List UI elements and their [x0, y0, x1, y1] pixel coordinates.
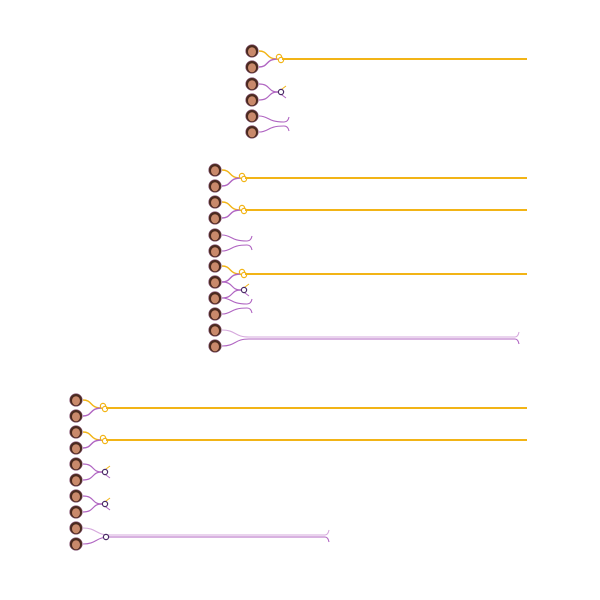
thread — [82, 431, 103, 441]
relationship-line — [221, 329, 520, 338]
avatar — [208, 275, 222, 289]
thread — [82, 471, 103, 481]
avatar — [208, 307, 222, 321]
thread — [221, 281, 242, 291]
thread — [221, 265, 242, 275]
thread — [221, 307, 248, 315]
union-ring — [240, 286, 248, 294]
avatar — [69, 521, 83, 535]
avatar — [69, 537, 83, 551]
avatar — [69, 457, 83, 471]
avatar — [208, 195, 222, 209]
thread — [221, 177, 242, 187]
thread — [246, 307, 253, 314]
thread — [82, 495, 103, 505]
avatar — [69, 489, 83, 503]
avatar — [245, 77, 259, 91]
union-ring — [277, 88, 285, 96]
avatar — [208, 211, 222, 225]
avatar — [245, 125, 259, 139]
thread — [258, 91, 279, 101]
avatar — [208, 163, 222, 177]
thread — [221, 244, 248, 252]
thread — [82, 503, 103, 513]
avatar — [69, 473, 83, 487]
union-ring — [101, 468, 109, 476]
relationship-line — [82, 536, 330, 545]
thread — [283, 125, 290, 132]
avatar — [69, 425, 83, 439]
thread — [82, 439, 103, 449]
avatar — [208, 339, 222, 353]
avatar — [208, 259, 222, 273]
avatar — [69, 393, 83, 407]
thread — [246, 298, 253, 305]
avatar — [208, 291, 222, 305]
avatar — [69, 409, 83, 423]
avatar — [208, 323, 222, 337]
avatar — [245, 44, 259, 58]
thread — [221, 289, 242, 299]
avatar — [245, 109, 259, 123]
thread — [258, 125, 285, 133]
avatar — [245, 93, 259, 107]
union-ring — [102, 533, 110, 541]
avatar — [208, 228, 222, 242]
avatar — [69, 505, 83, 519]
thread — [221, 169, 242, 179]
relationship-line — [221, 338, 520, 347]
relationship-line — [82, 527, 330, 536]
thread — [258, 83, 279, 93]
union-ring — [101, 500, 109, 508]
avatar — [69, 441, 83, 455]
thread — [258, 50, 279, 60]
thread — [258, 115, 285, 123]
thread — [82, 399, 103, 409]
thread — [258, 58, 279, 68]
thread — [221, 201, 242, 211]
thread — [221, 297, 248, 305]
avatar — [245, 60, 259, 74]
thread — [221, 234, 248, 242]
thread — [82, 463, 103, 473]
thread — [246, 244, 253, 251]
avatar — [208, 179, 222, 193]
avatar — [208, 244, 222, 258]
thread — [246, 235, 253, 242]
thread — [221, 209, 242, 219]
thread — [283, 116, 290, 123]
thread — [221, 273, 242, 283]
thread — [82, 407, 103, 417]
